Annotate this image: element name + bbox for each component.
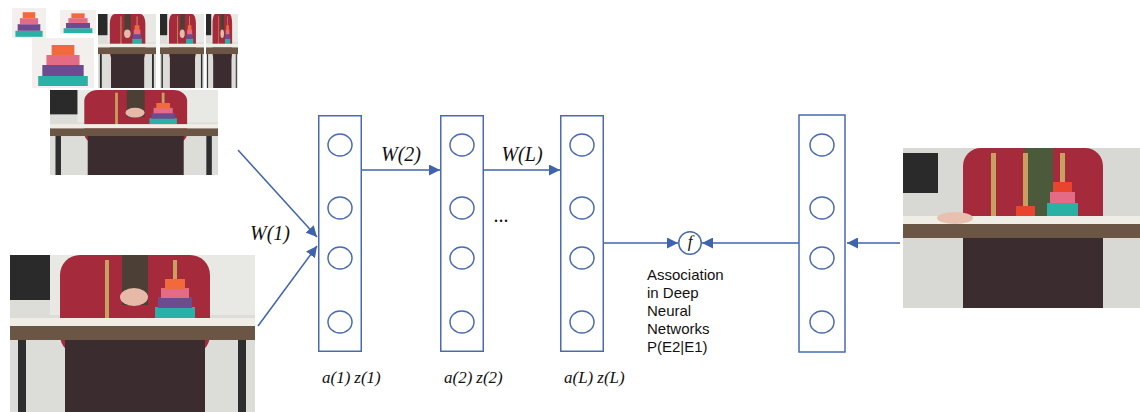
thumbnail (32, 38, 94, 88)
layer-border (561, 116, 604, 352)
layer-variable: z(1) (354, 368, 380, 388)
association-note: Association in Deep Neural Networks P(E2… (647, 266, 735, 356)
association-arrow (702, 242, 799, 244)
layer-variable: a(2) (444, 368, 472, 388)
function-circle: f (678, 231, 702, 255)
circle-border (679, 232, 702, 255)
ellipsis: ... (494, 204, 509, 226)
layer-box: a(2)z(2) (440, 115, 484, 352)
layer-variable: z(2) (476, 368, 502, 388)
weight-label: W(1) (250, 222, 290, 244)
thumbnail (98, 14, 156, 88)
layer-outline (318, 115, 362, 352)
weight-label: W(L) (501, 143, 542, 165)
layer-outline (440, 115, 484, 352)
neuron (450, 197, 474, 219)
photo (50, 90, 218, 175)
thumbnail (60, 10, 96, 34)
neuron (450, 311, 474, 333)
layer-border (441, 116, 484, 352)
neuron (328, 134, 352, 156)
neuron (810, 197, 834, 219)
neuron (570, 197, 594, 219)
connector (604, 243, 678, 244)
neuron (810, 311, 834, 333)
photo (903, 148, 1140, 308)
connector-line (604, 242, 678, 244)
thumbnail (160, 14, 204, 88)
layer-outline (560, 115, 604, 352)
layer-box: a(1)z(1) (318, 115, 362, 352)
neuron (570, 311, 594, 333)
neuron (328, 197, 352, 219)
connector-line (484, 169, 560, 171)
layer-border (319, 116, 362, 352)
thumbnail (206, 14, 238, 88)
target-layer (799, 115, 845, 352)
photo (10, 255, 255, 412)
layer-box: a(L)z(L) (560, 115, 604, 352)
layer-variable: a(1) (322, 368, 350, 388)
neuron (450, 134, 474, 156)
input-arrow (847, 242, 900, 244)
connector (484, 170, 560, 171)
input-photos (10, 8, 1140, 412)
connector-line (362, 169, 440, 171)
connector (362, 170, 440, 171)
neuron (570, 247, 594, 269)
thumbnail (12, 8, 46, 38)
layer-variable: z(L) (597, 368, 624, 388)
neuron (810, 134, 834, 156)
layer-variable: a(L) (564, 368, 593, 388)
neuron (328, 311, 352, 333)
input-arrow (258, 246, 317, 326)
neuron (450, 247, 474, 269)
function-symbol: f (688, 232, 693, 252)
layer-box (799, 115, 845, 352)
neuron (328, 247, 352, 269)
weight-label: W(2) (381, 143, 421, 165)
neuron (810, 247, 834, 269)
neuron (570, 134, 594, 156)
